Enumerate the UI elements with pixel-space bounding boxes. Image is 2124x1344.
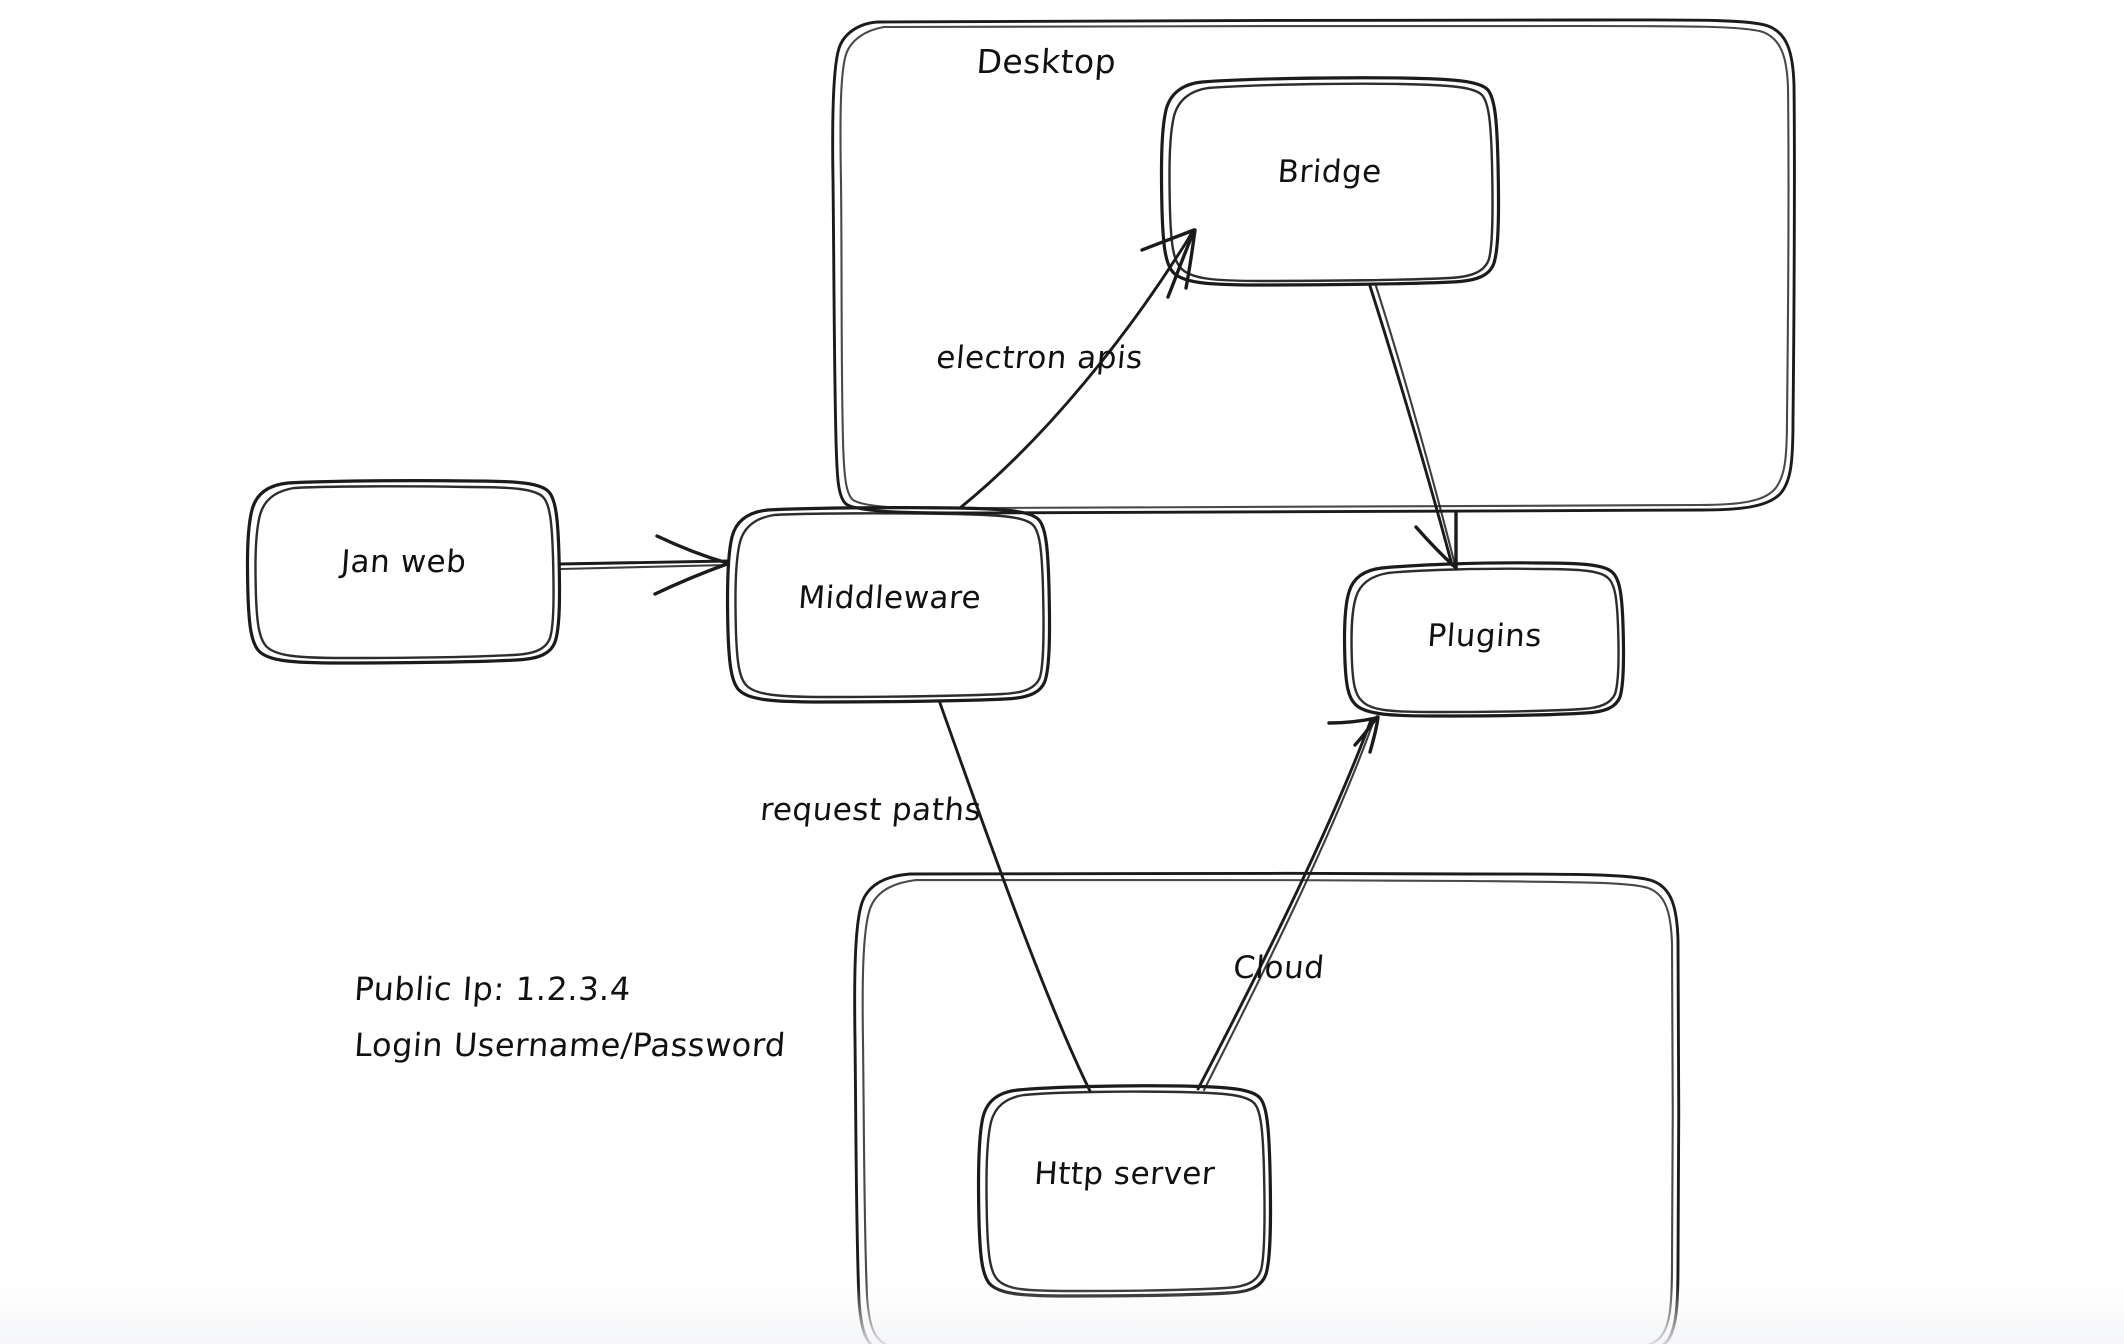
node-label-bridge[interactable]: Bridge (1276, 154, 1384, 190)
note-public-ip: Public Ip: 1.2.3.4 (353, 970, 633, 1008)
node-label-middleware[interactable]: Middleware (797, 580, 983, 616)
edge-jan-web-to-middleware (557, 534, 730, 596)
node-label-http-server[interactable]: Http server (1033, 1156, 1217, 1192)
edge-label-request-paths: request paths (758, 792, 983, 828)
node-jan-web-outline (245, 479, 562, 665)
edge-label-electron-apis: electron apis (934, 340, 1145, 376)
group-label-desktop: Desktop (975, 42, 1118, 81)
note-login-credentials: Login Username/Password (353, 1026, 788, 1064)
node-label-jan-web[interactable]: Jan web (339, 544, 468, 580)
node-middleware-outline (725, 506, 1052, 704)
edge-middleware-to-bridge (958, 228, 1197, 510)
edge-label-cloud: Cloud (1231, 950, 1327, 986)
edge-middleware-to-http-server (938, 701, 1092, 1093)
group-desktop-outline (831, 18, 1796, 515)
edge-http-server-to-plugins (1196, 715, 1380, 1092)
node-bridge-outline (1159, 76, 1501, 287)
node-label-plugins[interactable]: Plugins (1426, 618, 1544, 654)
edge-bridge-to-plugins (1368, 284, 1458, 570)
group-cloud-outline (853, 871, 1681, 1344)
node-plugins-outline (1342, 561, 1626, 718)
